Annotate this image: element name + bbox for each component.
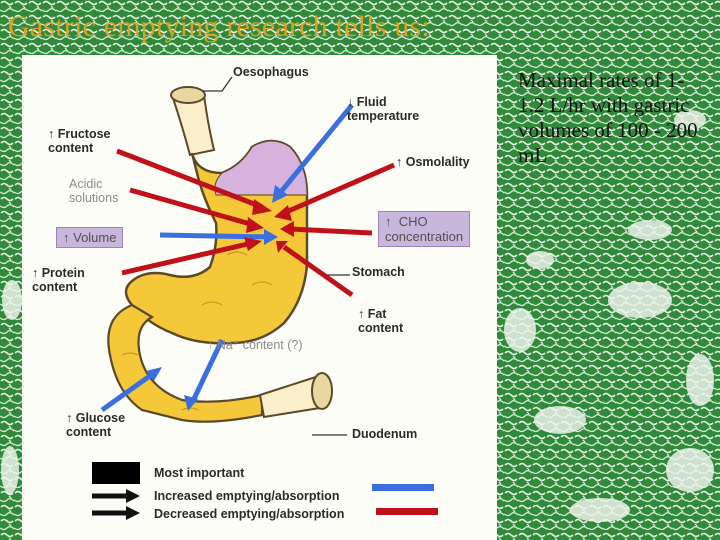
label-duodenum: Duodenum	[352, 427, 418, 441]
arrow-fructose	[116, 148, 263, 210]
key-decreased-color	[376, 508, 438, 515]
stomach-diagram: Oesophagus ↓ Fluid temperature ↑ Fructos…	[22, 55, 497, 540]
slide-title: Gastric emptying research tells us:	[8, 10, 430, 43]
label-cho: ↑ CHO concentration	[378, 211, 471, 247]
label-sodium: ↑ Na⁺ content (?)	[207, 338, 303, 352]
label-protein: ↑ Protein content	[32, 266, 85, 294]
arrow-fat	[282, 244, 354, 298]
arrow-osmolality	[283, 162, 395, 216]
arrow-protein	[121, 240, 253, 276]
arrow-cho	[289, 226, 373, 236]
label-volume: ↑ Volume	[56, 227, 124, 248]
arrow-glucose	[100, 370, 156, 413]
key-increased-color	[372, 484, 434, 491]
label-stomach: Stomach	[352, 265, 405, 279]
decreased-arrows	[116, 148, 395, 298]
legend-symbols	[92, 462, 140, 520]
arrow-sodium	[189, 338, 225, 405]
label-fructose: ↑ Fructose content	[48, 127, 111, 155]
arrow-fluid-temperature	[278, 103, 354, 195]
arrow-acidic	[129, 187, 255, 228]
intestine-opening	[311, 372, 333, 410]
label-glucose: ↑ Glucose content	[66, 411, 126, 439]
label-osmolality: ↑ Osmolality	[396, 155, 470, 169]
label-fluid-temperature: ↓ Fluid temperature	[347, 95, 420, 123]
legend-most-important: Most important	[154, 466, 245, 480]
oesophagus-tube	[170, 94, 216, 157]
oesophagus-opening	[170, 86, 206, 104]
label-oesophagus: Oesophagus	[233, 65, 309, 79]
arrow-volume	[159, 232, 273, 240]
label-acidic: Acidic solutions	[69, 177, 119, 205]
side-note: Maximal rates of 1-1.2 L/hr with gastric…	[518, 68, 698, 167]
increased-arrows	[100, 103, 354, 413]
label-fat: ↑ Fat content	[358, 307, 404, 335]
legend-increased: Increased emptying/absorption	[154, 489, 340, 503]
stomach-illustration	[92, 76, 395, 520]
legend-most-important-swatch	[92, 462, 140, 484]
legend-decreased: Decreased emptying/absorption	[154, 507, 345, 521]
